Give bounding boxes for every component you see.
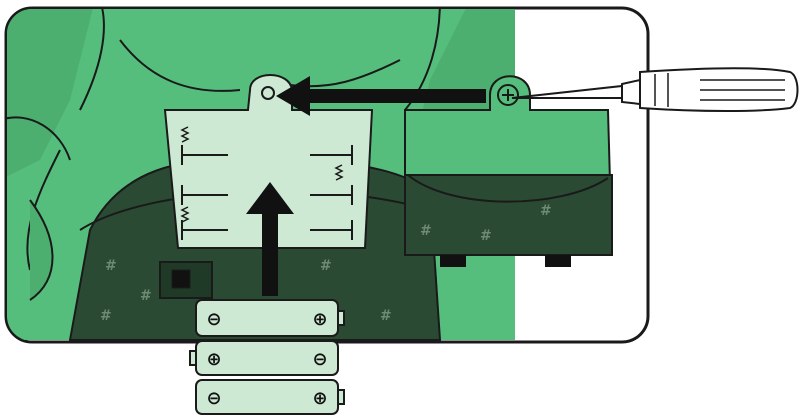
svg-text:#: #: [100, 308, 112, 324]
battery-1-right-terminal: ⊕: [312, 309, 327, 330]
battery-1: ⊖ ⊕: [196, 300, 344, 336]
svg-text:#: #: [480, 228, 492, 244]
battery-3-right-terminal: ⊕: [312, 388, 327, 409]
battery-2-left-terminal: ⊕: [206, 349, 221, 370]
battery-3: ⊖ ⊕: [196, 380, 344, 414]
battery-1-left-terminal: ⊖: [206, 309, 221, 330]
battery-2: ⊕ ⊖: [190, 341, 338, 375]
svg-text:#: #: [540, 203, 552, 219]
screw-icon: [498, 85, 518, 105]
battery-3-left-terminal: ⊖: [206, 388, 221, 409]
svg-text:#: #: [140, 288, 152, 304]
svg-text:#: #: [105, 258, 117, 274]
svg-text:#: #: [420, 223, 432, 239]
svg-text:#: #: [380, 308, 392, 324]
battery-2-right-terminal: ⊖: [312, 349, 327, 370]
svg-text:#: #: [320, 258, 332, 274]
